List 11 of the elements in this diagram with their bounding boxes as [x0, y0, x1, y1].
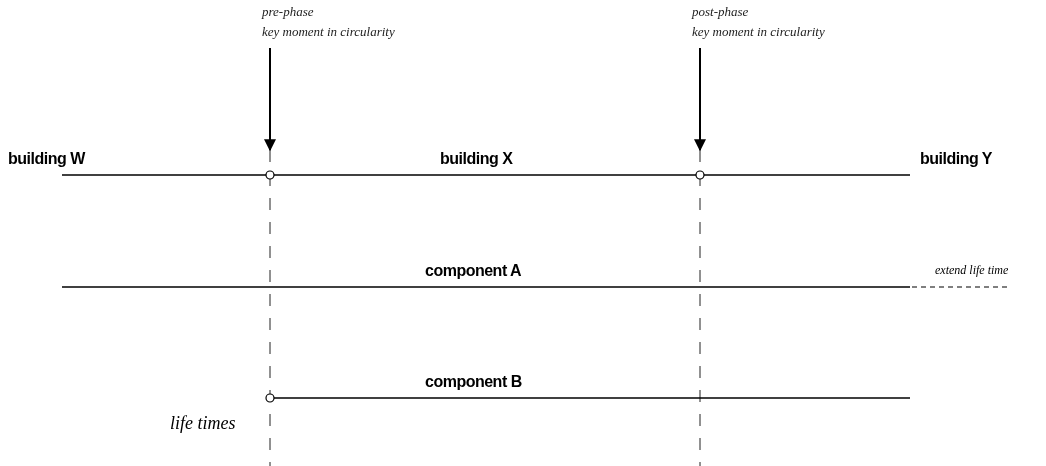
timeline-label: component A	[425, 262, 522, 280]
annotation-text: post-phase key moment in circularity	[692, 2, 825, 42]
annotation-text: pre-phase key moment in circularity	[262, 2, 395, 42]
arrow	[694, 47, 706, 152]
timeline-label: building X	[440, 150, 513, 168]
note-text: life times	[170, 413, 236, 434]
note-text: extend life time	[935, 263, 1009, 278]
arrow	[264, 47, 276, 152]
timeline-label: component B	[425, 373, 522, 391]
timeline-label: building Y	[920, 150, 993, 168]
timeline-label: building W	[8, 150, 85, 168]
